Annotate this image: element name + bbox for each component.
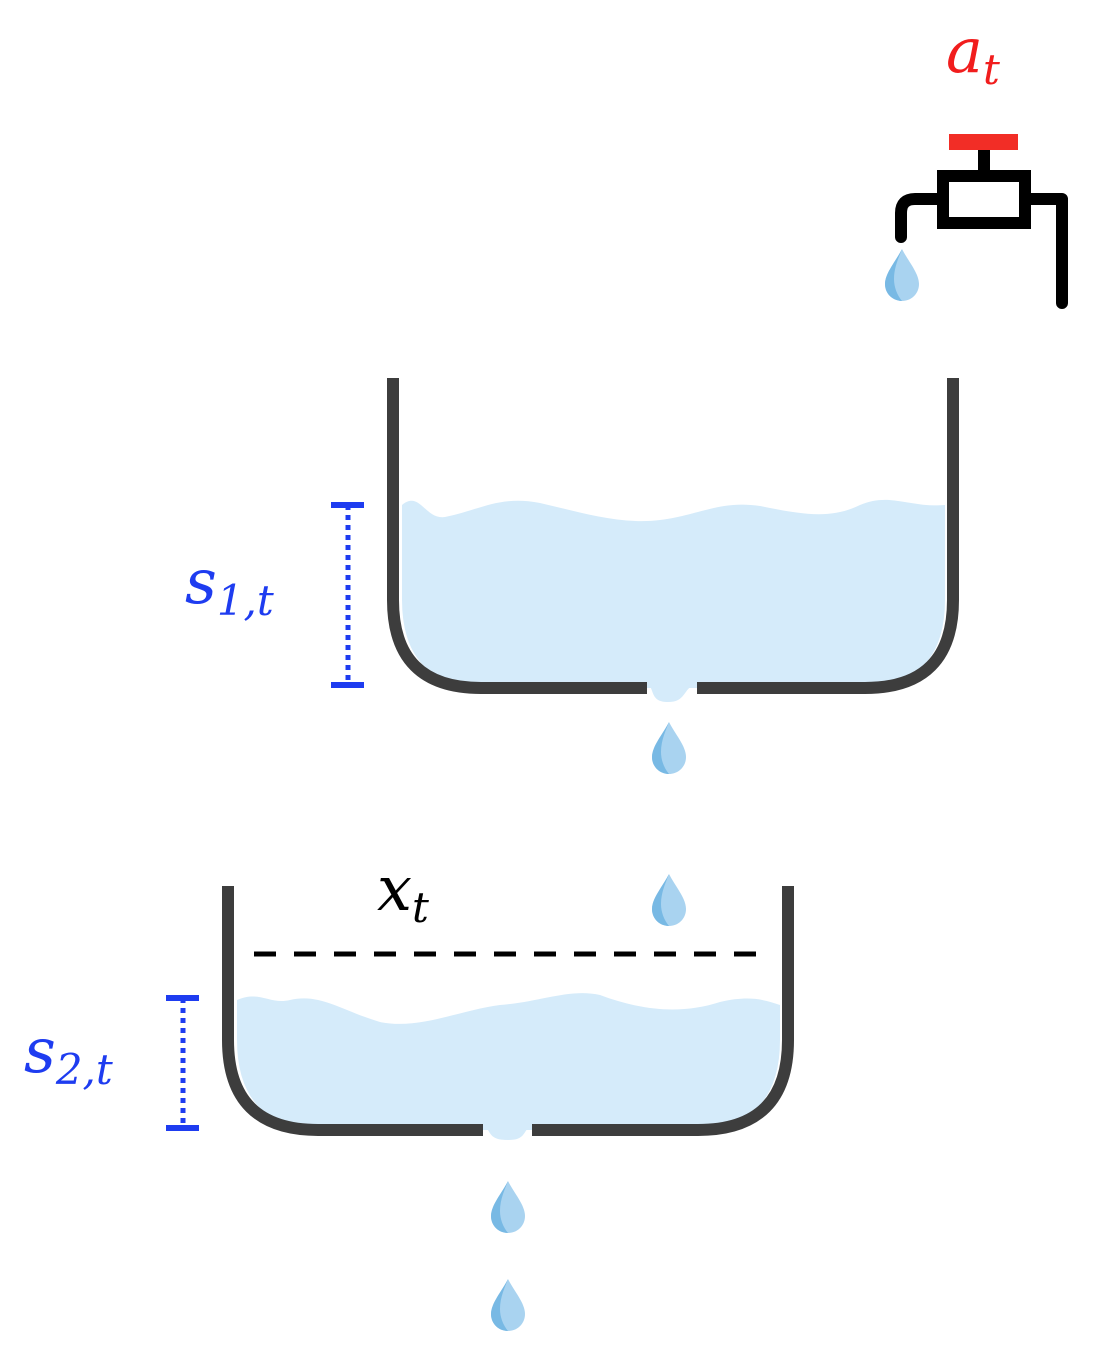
target-level-label: xt xyxy=(377,852,429,932)
tank-2 xyxy=(222,886,794,1140)
action-label: at xyxy=(946,14,1000,94)
tank-1-level-label: s1,t xyxy=(185,545,274,625)
tank-1-wall xyxy=(387,378,959,694)
faucet-icon xyxy=(895,134,1068,309)
faucet-handle xyxy=(949,134,1018,150)
water-drop-icon xyxy=(491,1181,525,1233)
tank-1-level-marker xyxy=(331,502,364,688)
tank-2-outflow xyxy=(483,1124,532,1140)
action-label-sub: t xyxy=(983,45,1000,94)
faucet-spout xyxy=(895,193,949,243)
faucet-valve xyxy=(937,170,1031,229)
faucet-stem xyxy=(978,150,990,176)
water-drop-icon xyxy=(491,1279,525,1331)
faucet-pipe xyxy=(1019,193,1068,309)
target-level-label-base: x xyxy=(377,852,412,925)
tank-2-level-marker xyxy=(166,995,199,1131)
tank-1-level-label-sub: 1,t xyxy=(217,576,274,625)
tank-1-outflow xyxy=(647,682,697,702)
tank-2-wall xyxy=(222,886,794,1136)
tank-1-water xyxy=(402,499,945,688)
tank-1 xyxy=(387,378,959,702)
action-label-base: a xyxy=(946,14,983,87)
tank-2-water xyxy=(237,993,780,1130)
tank-2-level-label-base: s xyxy=(24,1014,56,1087)
water-drop-icon xyxy=(652,874,686,926)
water-drop-icon xyxy=(652,722,686,774)
target-level-label-sub: t xyxy=(412,883,429,932)
tank-2-level-label-sub: 2,t xyxy=(55,1045,113,1094)
tank-1-level-label-base: s xyxy=(185,545,217,618)
water-drop-icon xyxy=(885,249,919,301)
tank-2-level-label: s2,t xyxy=(24,1014,113,1094)
